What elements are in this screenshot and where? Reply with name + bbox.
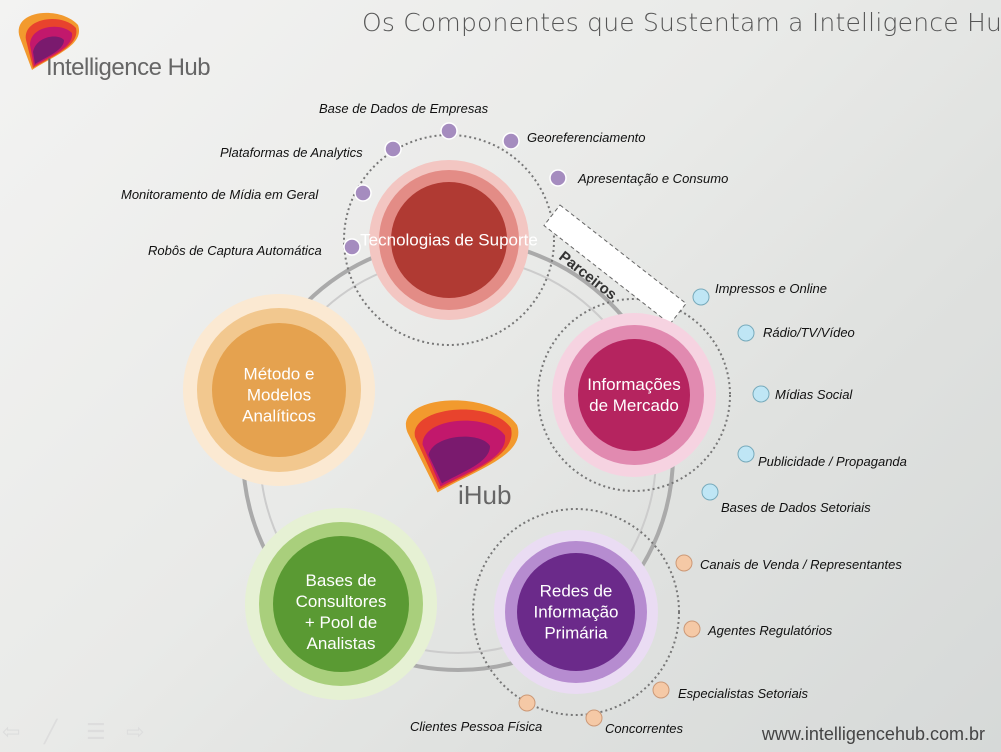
circle-redes bbox=[494, 530, 658, 694]
list-item: Robôs de Captura Automática bbox=[148, 243, 322, 258]
list-item: Especialistas Setoriais bbox=[678, 686, 809, 701]
component-metodo: Método e Modelos Analíticos bbox=[242, 364, 316, 426]
component-redes: Redes de Informação Primária bbox=[533, 581, 619, 643]
brand-logo-icon bbox=[18, 12, 80, 70]
redes-orbit bbox=[472, 508, 680, 716]
list-item: Monitoramento de Mídia em Geral bbox=[121, 187, 319, 202]
circle-bases bbox=[245, 508, 437, 700]
ihub-logo-icon bbox=[405, 400, 519, 493]
previous-slide-icon[interactable]: ⇦ bbox=[2, 720, 21, 745]
list-item: Canais de Venda / Representantes bbox=[700, 557, 902, 572]
circle-metodo bbox=[183, 294, 375, 486]
list-item: Impressos e Online bbox=[715, 281, 827, 296]
circle-tecnologias bbox=[369, 160, 529, 320]
list-item: Apresentação e Consumo bbox=[578, 171, 729, 186]
menu-icon[interactable]: ☰ bbox=[86, 720, 106, 745]
parceiros-band bbox=[543, 204, 687, 325]
component-mercado: Informações de Mercado bbox=[587, 375, 681, 415]
list-item: Georeferenciamento bbox=[527, 130, 646, 145]
component-tecnologias: Tecnologias de Suporte bbox=[360, 230, 538, 250]
mercado-orbit bbox=[537, 298, 731, 492]
page-title: Os Componentes que Sustentam a Intellige… bbox=[362, 8, 1001, 37]
list-item: Rádio/TV/Vídeo bbox=[763, 325, 855, 340]
list-item: Bases de Dados Setoriais bbox=[721, 500, 871, 515]
component-bases: Bases de Consultores + Pool de Analistas bbox=[295, 571, 387, 653]
circle-mercado bbox=[552, 313, 716, 477]
brand-name: Intelligence Hub bbox=[46, 54, 211, 81]
tecnologias-orbit bbox=[343, 134, 555, 346]
ihub-label: iHub bbox=[458, 480, 512, 510]
mercado-dots bbox=[692, 288, 770, 501]
list-item: Publicidade / Propaganda bbox=[758, 454, 907, 469]
list-item: Clientes Pessoa Física bbox=[410, 719, 543, 734]
next-slide-icon[interactable]: ⇨ bbox=[126, 720, 145, 745]
list-item: Agentes Regulatórios bbox=[708, 623, 833, 638]
tecnologias-dots bbox=[343, 122, 567, 256]
pen-icon[interactable]: ╱ bbox=[44, 720, 58, 745]
list-item: Concorrentes bbox=[605, 721, 684, 736]
redes-dots bbox=[518, 554, 701, 727]
footer-url: www.intelligencehub.com.br bbox=[761, 724, 985, 744]
list-item: Base de Dados de Empresas bbox=[319, 101, 489, 116]
list-item: Plataformas de Analytics bbox=[220, 145, 363, 160]
list-item: Mídias Social bbox=[775, 387, 853, 402]
